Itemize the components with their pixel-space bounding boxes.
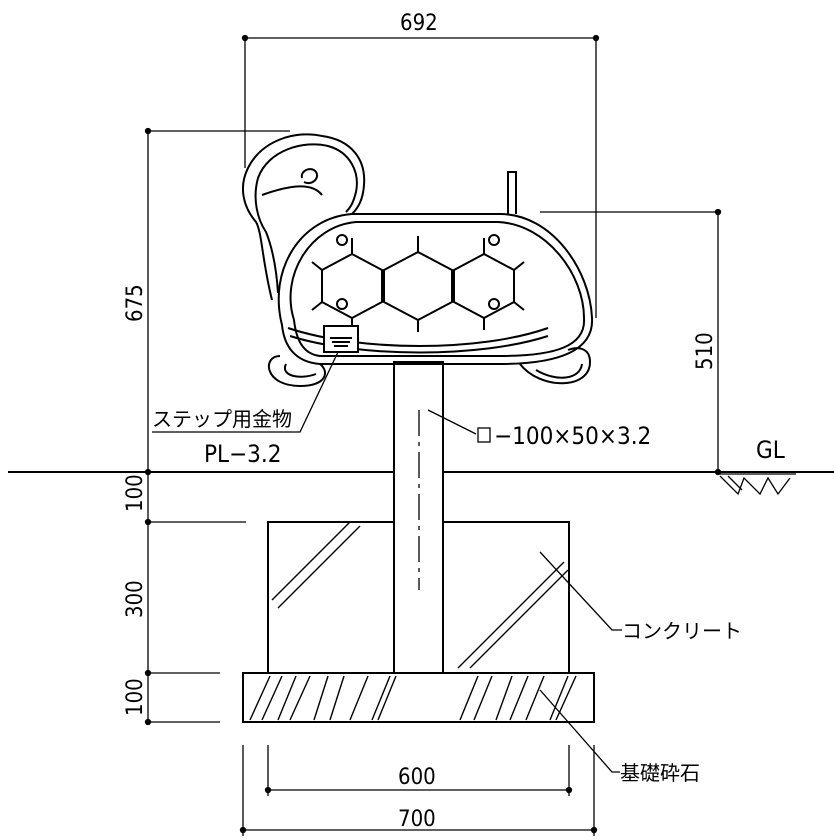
ground-symbol bbox=[716, 473, 796, 496]
step-fitting bbox=[323, 325, 359, 353]
leaders bbox=[152, 351, 622, 773]
dim-gravel-depth-text: 100 bbox=[123, 678, 148, 716]
front-foot bbox=[267, 355, 326, 388]
dim-concrete-width bbox=[264, 745, 573, 796]
gravel-label: 基礎砕石 bbox=[620, 761, 700, 785]
dim-concrete-depth-text: 300 bbox=[123, 580, 148, 618]
turtle-seat bbox=[241, 133, 594, 388]
turtle-shell bbox=[277, 213, 594, 365]
turtle-head bbox=[241, 133, 366, 301]
dim-total-height-text: 675 bbox=[123, 284, 148, 322]
dim-gravel-width-text: 700 bbox=[398, 807, 436, 832]
dim-total-height bbox=[144, 127, 290, 476]
gravel-base bbox=[242, 672, 595, 723]
rect-pipe-icon bbox=[477, 427, 491, 443]
dim-seat-height-text: 510 bbox=[693, 332, 718, 370]
dim-concrete-width-text: 600 bbox=[398, 765, 436, 790]
gravel-hatch bbox=[249, 675, 577, 721]
pipe-label: −100×50×3.2 bbox=[494, 422, 651, 450]
shell-pattern bbox=[311, 234, 525, 332]
plate-label: PL−3.2 bbox=[204, 440, 281, 468]
dim-seat-height bbox=[540, 208, 722, 476]
dim-gravel-width bbox=[239, 745, 598, 836]
dim-top-width bbox=[241, 34, 600, 318]
rear-foot bbox=[519, 347, 592, 385]
step-fitting-label: ステップ用金物 bbox=[152, 407, 292, 431]
concrete-label: コンクリート bbox=[622, 619, 742, 643]
ground-level-label: GL bbox=[756, 436, 785, 464]
dim-foundation bbox=[144, 472, 246, 726]
dim-embed-depth-text: 100 bbox=[123, 474, 148, 512]
concrete-hatch bbox=[271, 521, 569, 669]
dim-top-width-text: 692 bbox=[400, 11, 438, 36]
